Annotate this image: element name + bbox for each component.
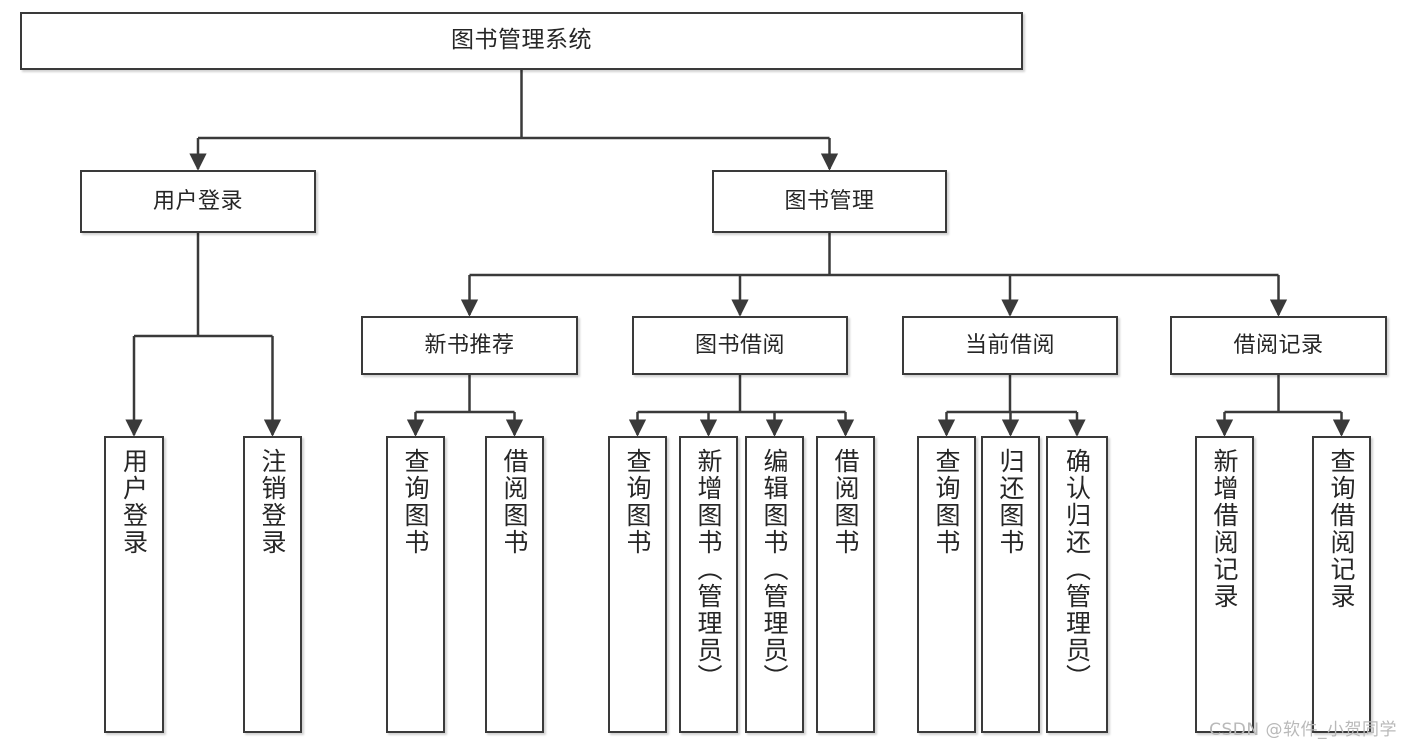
node-current-borrow[interactable]: 当前借阅: [902, 316, 1118, 375]
node-label: 用户登录: [119, 448, 149, 556]
node-label: 当前借阅: [964, 332, 1055, 358]
leaf-borrow-book[interactable]: 借阅图书: [816, 436, 875, 733]
node-label: 借阅图书: [500, 448, 529, 556]
csdn-watermark: CSDN @软件_小贺同学: [1209, 720, 1397, 740]
node-label: 编辑图书（管理员）: [760, 448, 789, 691]
node-root[interactable]: 图书管理系统: [20, 12, 1023, 70]
leaf-borrow-book-recommend[interactable]: 借阅图书: [485, 436, 544, 733]
node-label: 查询图书: [401, 448, 430, 556]
leaf-user-login[interactable]: 用户登录: [104, 436, 164, 733]
leaf-return-book[interactable]: 归还图书: [981, 436, 1040, 733]
leaf-confirm-return-admin[interactable]: 确认归还（管理员）: [1046, 436, 1108, 733]
leaf-edit-book-admin[interactable]: 编辑图书（管理员）: [745, 436, 804, 733]
node-label: 新增图书（管理员）: [694, 448, 723, 691]
node-label: 图书管理系统: [451, 27, 592, 54]
node-label: 确认归还（管理员）: [1062, 448, 1092, 691]
node-new-book-recommend[interactable]: 新书推荐: [361, 316, 578, 375]
node-label: 查询借阅记录: [1327, 448, 1356, 610]
node-label: 借阅图书: [831, 448, 860, 556]
node-book-borrow[interactable]: 图书借阅: [632, 316, 848, 375]
node-label: 查询图书: [623, 448, 652, 556]
leaf-query-book-current[interactable]: 查询图书: [917, 436, 976, 733]
node-label: 归还图书: [996, 448, 1025, 556]
node-user-login[interactable]: 用户登录: [80, 170, 316, 233]
node-label: 用户登录: [152, 188, 243, 214]
leaf-query-borrow-record[interactable]: 查询借阅记录: [1312, 436, 1371, 733]
node-label: 图书管理: [784, 188, 875, 214]
node-book-management[interactable]: 图书管理: [712, 170, 947, 233]
node-label: 借阅记录: [1233, 332, 1324, 358]
node-label: 注销登录: [258, 448, 287, 556]
node-label: 新书推荐: [424, 332, 515, 358]
leaf-query-book-borrow[interactable]: 查询图书: [608, 436, 667, 733]
leaf-query-book-recommend[interactable]: 查询图书: [386, 436, 445, 733]
node-borrow-record[interactable]: 借阅记录: [1170, 316, 1387, 375]
leaf-logout[interactable]: 注销登录: [243, 436, 302, 733]
leaf-add-book-admin[interactable]: 新增图书（管理员）: [679, 436, 738, 733]
node-label: 新增借阅记录: [1210, 448, 1239, 610]
node-label: 查询图书: [932, 448, 961, 556]
node-label: 图书借阅: [694, 332, 785, 358]
leaf-add-borrow-record[interactable]: 新增借阅记录: [1195, 436, 1254, 733]
